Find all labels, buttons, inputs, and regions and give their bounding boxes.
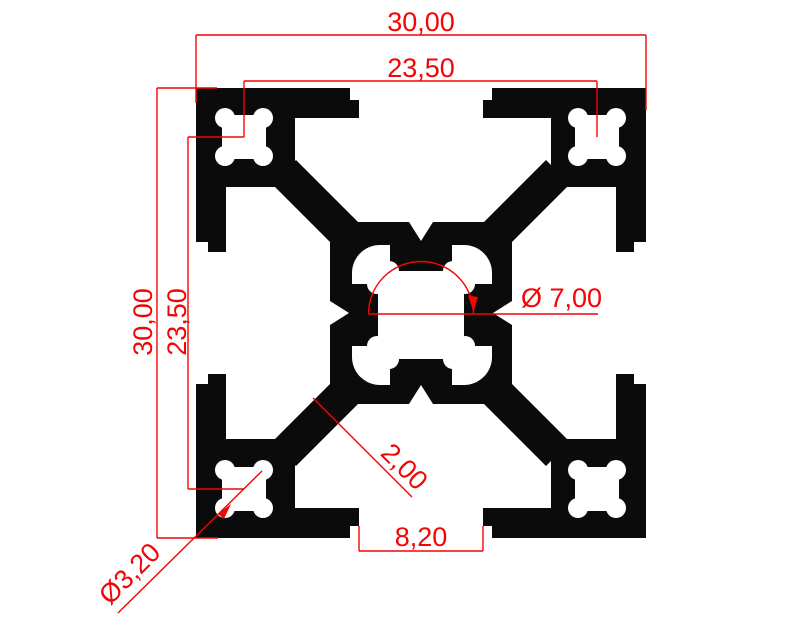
dimension-center-bore: Ø 7,00 [367, 260, 602, 315]
bottom-face-left-step [350, 508, 359, 526]
dimension-label: 30,00 [128, 288, 158, 356]
dimension-label: 23,50 [162, 288, 192, 356]
dimension-label: 30,00 [387, 7, 455, 37]
dimension-overall-width: 30,00 [195, 7, 647, 110]
tab-bite [379, 349, 399, 369]
bore-reference-arc [367, 260, 475, 315]
dimension-label: 8,20 [395, 522, 448, 552]
dimension-label: 2,00 [375, 437, 433, 495]
dimension-hole-spacing-vertical: 23,50 [162, 136, 244, 490]
core-notch-right [493, 301, 512, 325]
leader-line [117, 470, 263, 614]
core-notch-bottom [409, 385, 433, 404]
grip-tab-top [390, 245, 452, 271]
left-face-lower-step [208, 374, 226, 384]
bottom-face-right-step [483, 508, 492, 526]
arrowhead [218, 504, 231, 519]
core-notch-left [330, 301, 349, 325]
right-face-lower-step [616, 374, 634, 384]
grip-tab-right [464, 284, 492, 346]
dimension-overall-height: 30,00 [128, 87, 218, 539]
dimension-label: Ø 7,00 [521, 283, 602, 313]
tab-bite [367, 336, 387, 356]
arrowhead [468, 295, 478, 312]
dimension-hole-spacing-horizontal: 23,50 [243, 53, 598, 137]
grip-tab-bottom [390, 359, 452, 385]
leader-line [312, 397, 413, 498]
core-notch-top [409, 222, 433, 241]
dimension-label: 23,50 [387, 53, 455, 83]
grip-tab-left [352, 284, 378, 346]
dimension-label: Ø3,20 [93, 537, 166, 610]
top-face-left-step [350, 100, 359, 118]
corner-hole-bottom-right [568, 460, 626, 518]
right-face-upper-step [616, 242, 634, 252]
dimension-slot-opening: 8,20 [358, 522, 484, 552]
tab-bite [455, 336, 475, 356]
left-face-upper-step [208, 242, 226, 252]
top-face-right-step [483, 100, 492, 118]
tab-bite [443, 349, 463, 369]
channel-grip-tabs [352, 245, 492, 385]
